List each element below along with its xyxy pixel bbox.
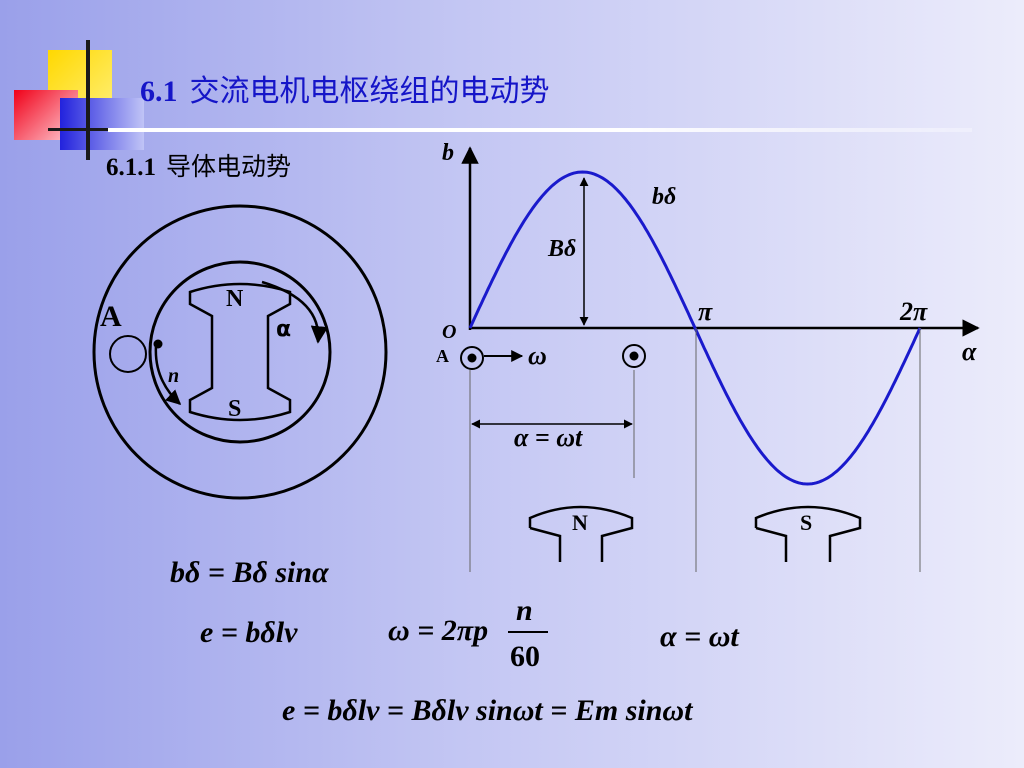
x-axis-label: α	[962, 337, 977, 366]
equation-b-delta: bδ = Bδ sinα	[170, 556, 329, 589]
angle-label: α = ωt	[514, 423, 583, 452]
section-number: 6.1.1	[106, 154, 156, 181]
amplitude-label: Bδ	[547, 236, 576, 262]
section-title: 6.1.1 导体电动势	[106, 147, 291, 183]
b-delta-curve	[468, 170, 922, 486]
pi-label: π	[698, 297, 713, 326]
machine-label-S: S	[228, 396, 241, 422]
logo-vertical-line	[86, 40, 90, 160]
pole-shape-N	[528, 505, 634, 562]
conductor-2-dot	[629, 351, 639, 361]
equation-omega-numerator: n	[516, 594, 533, 627]
title-underline	[108, 128, 972, 132]
waveform-plot: b α O bδ Bδ π 2π A ω α = ωt N S	[436, 140, 980, 572]
section-text: 导体电动势	[166, 152, 292, 181]
equation-alpha-omega-t: α = ωt	[660, 620, 739, 653]
origin-label: O	[442, 321, 456, 343]
machine-cross-section: A N S α n	[92, 204, 388, 500]
pole-label-S: S	[800, 510, 812, 535]
machine-label-A: A	[100, 300, 122, 333]
stator-outer-circle	[92, 204, 388, 500]
equation-omega-lhs: ω = 2πp	[388, 614, 489, 647]
machine-label-n: n	[168, 365, 179, 387]
conductor-2-outer	[622, 344, 646, 368]
equation-emf: e = bδlv = Bδlv sinωt = Em sinωt	[282, 694, 693, 727]
logo-decoration	[12, 40, 152, 160]
two-pi-label: 2π	[899, 297, 928, 326]
rotation-arrow-n	[154, 345, 182, 406]
logo-blue-square	[60, 98, 144, 150]
machine-label-N: N	[226, 286, 244, 312]
machine-label-alpha: α	[276, 317, 291, 342]
conductor-slot	[109, 335, 147, 373]
equation-e-blv: e = bδlv	[200, 616, 298, 649]
logo-horizontal-line	[48, 128, 148, 131]
title-number: 6.1	[140, 75, 178, 108]
pole-label-N: N	[572, 510, 588, 535]
pole-shape-S	[754, 505, 862, 562]
equation-omega-denominator: 60	[510, 640, 540, 673]
curve-label: bδ	[652, 184, 676, 210]
conductor-A-outer	[460, 346, 484, 370]
page-title: 6.1 交流电机电枢绕组的电动势	[140, 66, 550, 110]
omega-label: ω	[528, 341, 547, 370]
conductor-dot	[153, 339, 163, 349]
rotor-circle	[148, 260, 332, 444]
y-axis-label: b	[442, 140, 454, 166]
wave-conductor-label: A	[436, 346, 449, 366]
pole-body	[188, 282, 292, 422]
conductor-A-dot	[467, 353, 477, 363]
rotation-arrow-alpha	[261, 280, 329, 344]
title-text: 交流电机电枢绕组的电动势	[189, 74, 550, 109]
